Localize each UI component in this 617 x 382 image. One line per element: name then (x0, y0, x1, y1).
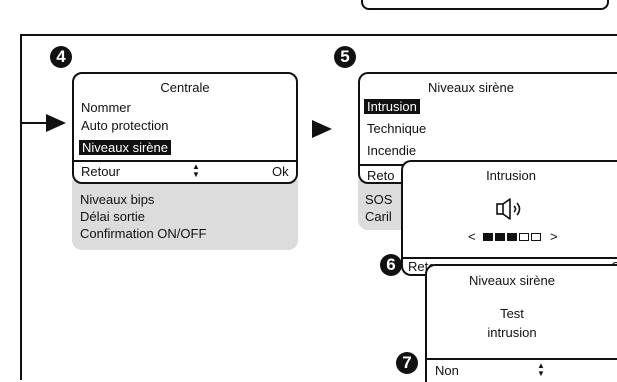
test-nav-icon: ▲▼ (537, 361, 545, 378)
niveaux-title: Niveaux sirène (428, 80, 514, 95)
niveaux-item-technique[interactable]: Technique (367, 121, 427, 136)
flow-arrow-4 (46, 114, 66, 132)
test-softkey-divider (427, 358, 617, 360)
test-line-1: Test (500, 306, 524, 321)
intrusion-level-screen: Intrusion < > Retour Ok (401, 160, 617, 276)
level-segment-filled (483, 233, 493, 241)
test-intrusion-screen: Niveaux sirène Test intrusion Non ▲▼ (425, 264, 617, 382)
speaker-icon (496, 198, 521, 220)
level-segment-filled (507, 233, 517, 241)
centrale-ok-softkey[interactable]: Ok (272, 164, 289, 179)
level-segment-empty (519, 233, 529, 241)
centrale-item-auto-protection[interactable]: Auto protection (81, 118, 169, 133)
level-segment-filled (495, 233, 505, 241)
niveaux-item-incendie[interactable]: Incendie (367, 143, 417, 158)
centrale-title: Centrale (160, 80, 210, 95)
niveaux-more-item-carillon: Caril (365, 209, 392, 224)
previous-screen-fragment (361, 0, 609, 10)
flow-arrow-5 (312, 120, 332, 138)
level-increase-glyph[interactable]: > (550, 229, 558, 244)
step-badge-7: 7 (396, 352, 418, 374)
step-badge-5: 5 (334, 46, 356, 68)
centrale-more-items-panel (72, 180, 298, 250)
niveaux-more-item-sos: SOS (365, 192, 393, 207)
test-line-2: intrusion (487, 325, 537, 340)
level-segment-empty (531, 233, 541, 241)
centrale-more-item-delai: Délai sortie (80, 209, 146, 224)
niveaux-back-softkey[interactable]: Reto (367, 168, 395, 183)
flow-line-left (20, 34, 22, 380)
level-decrease-glyph[interactable]: < (468, 229, 476, 244)
flow-line-top (20, 34, 617, 36)
step-badge-4: 4 (50, 46, 72, 68)
centrale-screen: Centrale Nommer Auto protection Niveaux … (72, 72, 298, 184)
centrale-item-niveaux-sirene[interactable]: Niveaux sirène (79, 140, 171, 155)
niveaux-softkey-divider (360, 164, 405, 166)
test-title: Niveaux sirène (469, 273, 555, 288)
centrale-back-softkey[interactable]: Retour (81, 164, 121, 179)
centrale-more-item-bips: Niveaux bips (80, 192, 155, 207)
test-no-softkey[interactable]: Non (435, 363, 459, 378)
step-badge-6: 6 (380, 254, 402, 276)
centrale-nav-icon: ▲▼ (192, 162, 200, 179)
volume-level-control[interactable]: < > (403, 228, 617, 246)
intrusion-title: Intrusion (486, 168, 536, 183)
centrale-more-item-confirmation: Confirmation ON/OFF (80, 226, 207, 241)
flow-line-entry (20, 122, 48, 124)
centrale-softkey-divider (74, 160, 296, 162)
niveaux-item-intrusion[interactable]: Intrusion (364, 99, 420, 114)
intrusion-softkey-divider (403, 257, 617, 259)
centrale-item-nommer[interactable]: Nommer (81, 100, 131, 115)
